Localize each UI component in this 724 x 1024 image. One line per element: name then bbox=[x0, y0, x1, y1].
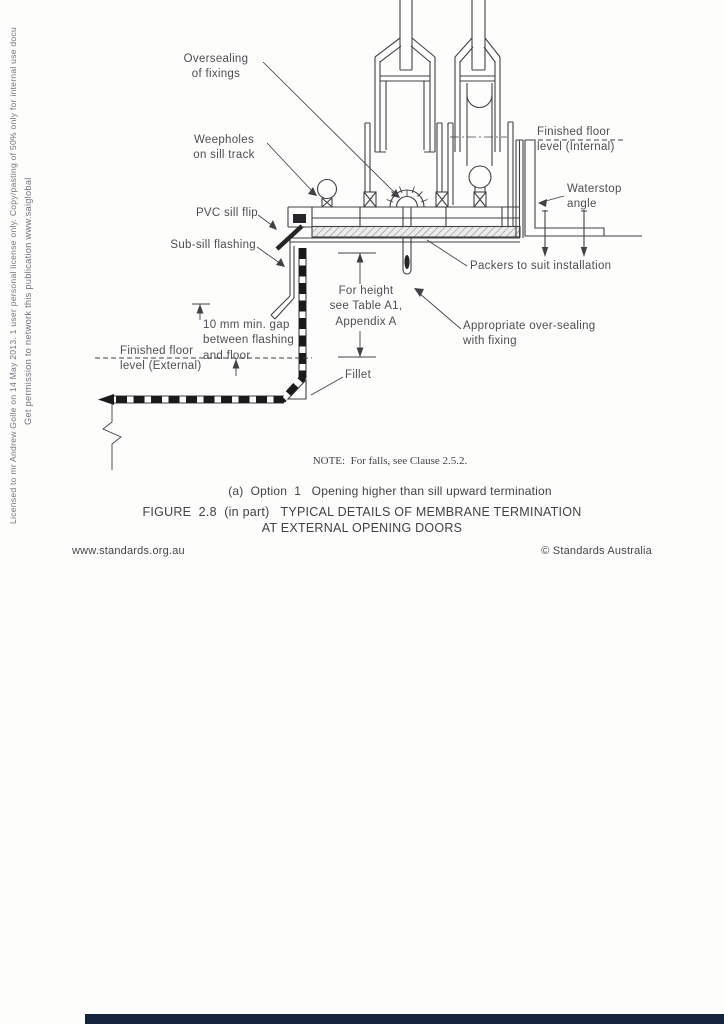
leader-weepholes-arrow bbox=[308, 187, 317, 196]
leader-fillet bbox=[310, 376, 344, 396]
label-gap-10mm: 10 mm min. gap between flashing and floo… bbox=[203, 319, 295, 362]
leader-pvc-arrow bbox=[269, 220, 277, 230]
packers-strip bbox=[311, 225, 521, 238]
technical-drawing bbox=[95, 0, 642, 470]
glazing-left bbox=[399, 0, 413, 71]
dimension-gap bbox=[192, 303, 240, 376]
footer-copyright: © Standards Australia bbox=[541, 545, 652, 557]
leader-packers bbox=[426, 239, 468, 267]
leader-oversealing bbox=[262, 61, 397, 195]
label-over-sealing: Appropriate over-sealing with fixing bbox=[463, 320, 596, 348]
label-waterstop-angle: Waterstop angle bbox=[567, 183, 622, 211]
waterstop-angle bbox=[524, 139, 605, 237]
leader-sub-sill-flashing bbox=[256, 246, 282, 265]
figure-caption-line1: FIGURE 2.8 (in part) TYPICAL DETAILS OF … bbox=[142, 505, 582, 519]
label-ffl-internal: Finished floor level (Internal) bbox=[537, 126, 615, 154]
label-packers: Packers to suit installation bbox=[470, 260, 612, 272]
leader-waterstop-arrow bbox=[538, 199, 547, 207]
oversealing-dome bbox=[386, 186, 428, 208]
footer-url: www.standards.org.au bbox=[72, 545, 185, 557]
label-oversealing: Oversealing of fixings bbox=[183, 53, 249, 81]
leader-oversealing2-arrow bbox=[414, 288, 424, 297]
ball-catch bbox=[316, 178, 338, 200]
dimension-height bbox=[338, 252, 376, 358]
figure-caption-line2: AT EXTERNAL OPENING DOORS bbox=[261, 521, 463, 535]
note-text: NOTE: For falls, see Clause 2.5.2. bbox=[312, 455, 468, 467]
weep-outlet bbox=[293, 214, 306, 223]
leader-subsill-arrow bbox=[276, 258, 285, 267]
sub-sill-flashing bbox=[270, 237, 520, 320]
membrane-end-arrow bbox=[98, 394, 114, 405]
option-caption: (a) Option 1 Opening higher than sill up… bbox=[228, 484, 552, 498]
door-stile-right bbox=[447, 37, 514, 227]
label-sub-sill-flashing: Sub-sill flashing bbox=[170, 239, 256, 251]
glazing-right bbox=[471, 0, 486, 71]
fixing-bolt bbox=[402, 207, 412, 275]
label-fillet: Fillet bbox=[345, 369, 372, 381]
leader-weepholes bbox=[266, 142, 314, 193]
fillet-triangle bbox=[286, 378, 307, 400]
leader-over-sealing bbox=[418, 292, 462, 330]
label-weepholes: Weepholes on sill track bbox=[193, 134, 255, 162]
label-pvc-sill-flip: PVC sill flip bbox=[195, 207, 258, 219]
door-stile-left bbox=[363, 37, 449, 208]
page-edge-artifact bbox=[85, 1014, 724, 1024]
break-symbol bbox=[102, 403, 122, 470]
pvc-sill-flip-shape bbox=[275, 224, 304, 251]
label-ffl-external: Finished floor level (External) bbox=[120, 345, 202, 373]
leader-pvc-sill-flip bbox=[257, 214, 274, 227]
membrane bbox=[98, 248, 307, 405]
label-for-height: For height see Table A1, Appendix A bbox=[329, 285, 403, 328]
fixing-pins bbox=[541, 210, 588, 257]
leader-oversealing-arrow bbox=[391, 189, 400, 198]
membrane-upturn bbox=[515, 139, 524, 238]
